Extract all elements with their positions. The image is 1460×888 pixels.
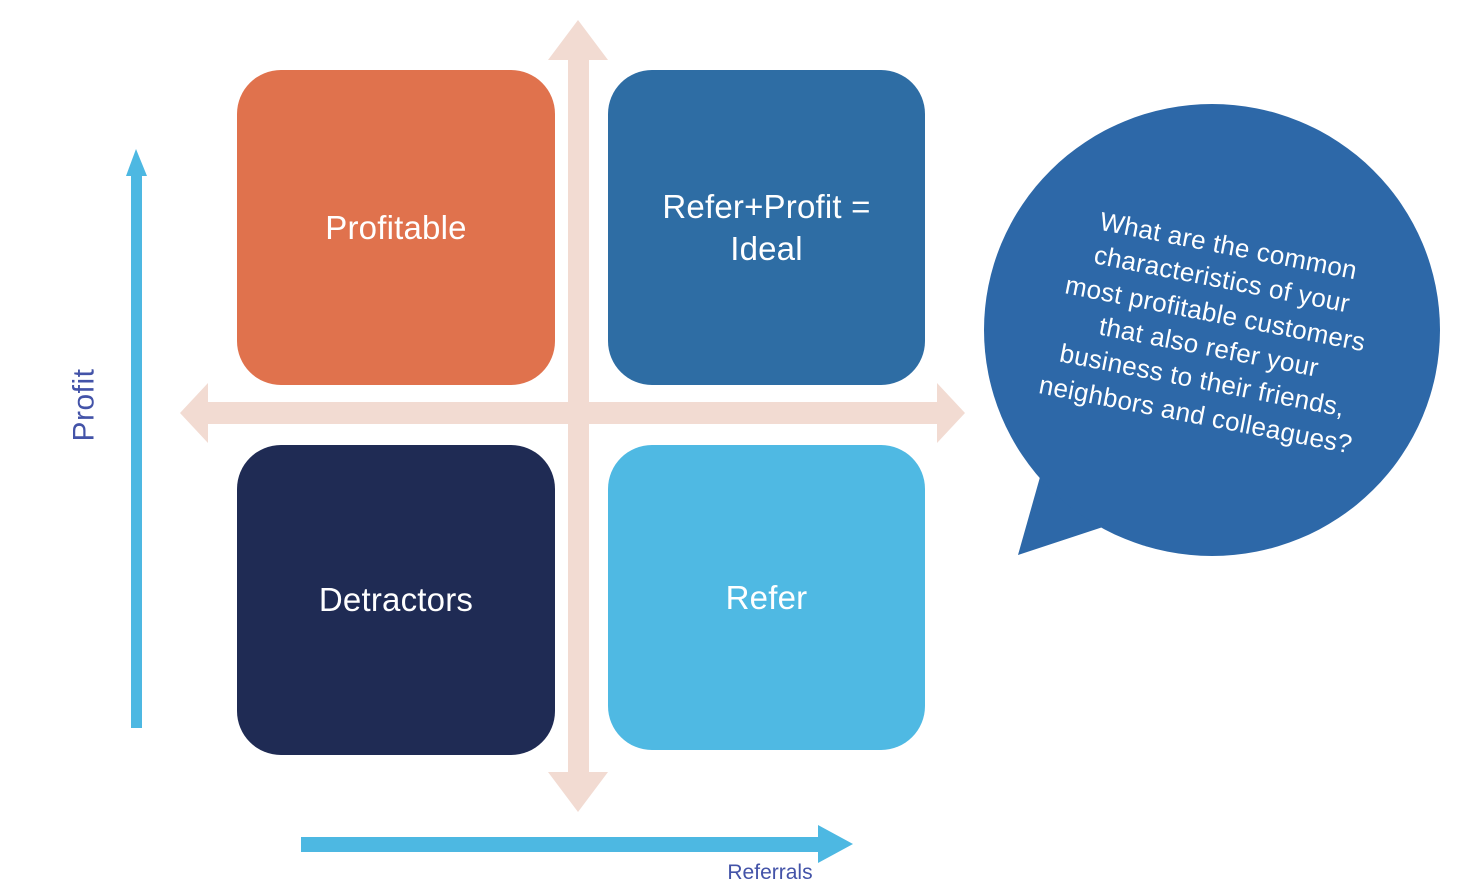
quadrant-label: Refer bbox=[725, 578, 808, 616]
quadrant-label: Detractors bbox=[318, 581, 474, 619]
x-axis-arrow-icon bbox=[301, 825, 853, 863]
quadrant-bottom-left-detractors: Detractors bbox=[237, 445, 555, 755]
quadrant-top-left-profitable: Profitable bbox=[237, 70, 555, 385]
quadrant-label: Profitable bbox=[325, 208, 467, 246]
y-axis-arrow-icon bbox=[126, 149, 147, 728]
quadrant-bottom-right-refer: Refer bbox=[608, 445, 925, 750]
callout-bubble bbox=[984, 104, 1440, 556]
callout-bubble-tail bbox=[1018, 470, 1112, 555]
y-axis-label: Profit bbox=[68, 368, 101, 442]
quadrant-label: Refer+Profit = Ideal bbox=[662, 188, 871, 267]
x-axis-label: Referrals bbox=[727, 861, 813, 884]
cross-horizontal-arrow-icon bbox=[180, 383, 965, 443]
quadrant-top-right-ideal: Refer+Profit = Ideal bbox=[608, 70, 925, 385]
